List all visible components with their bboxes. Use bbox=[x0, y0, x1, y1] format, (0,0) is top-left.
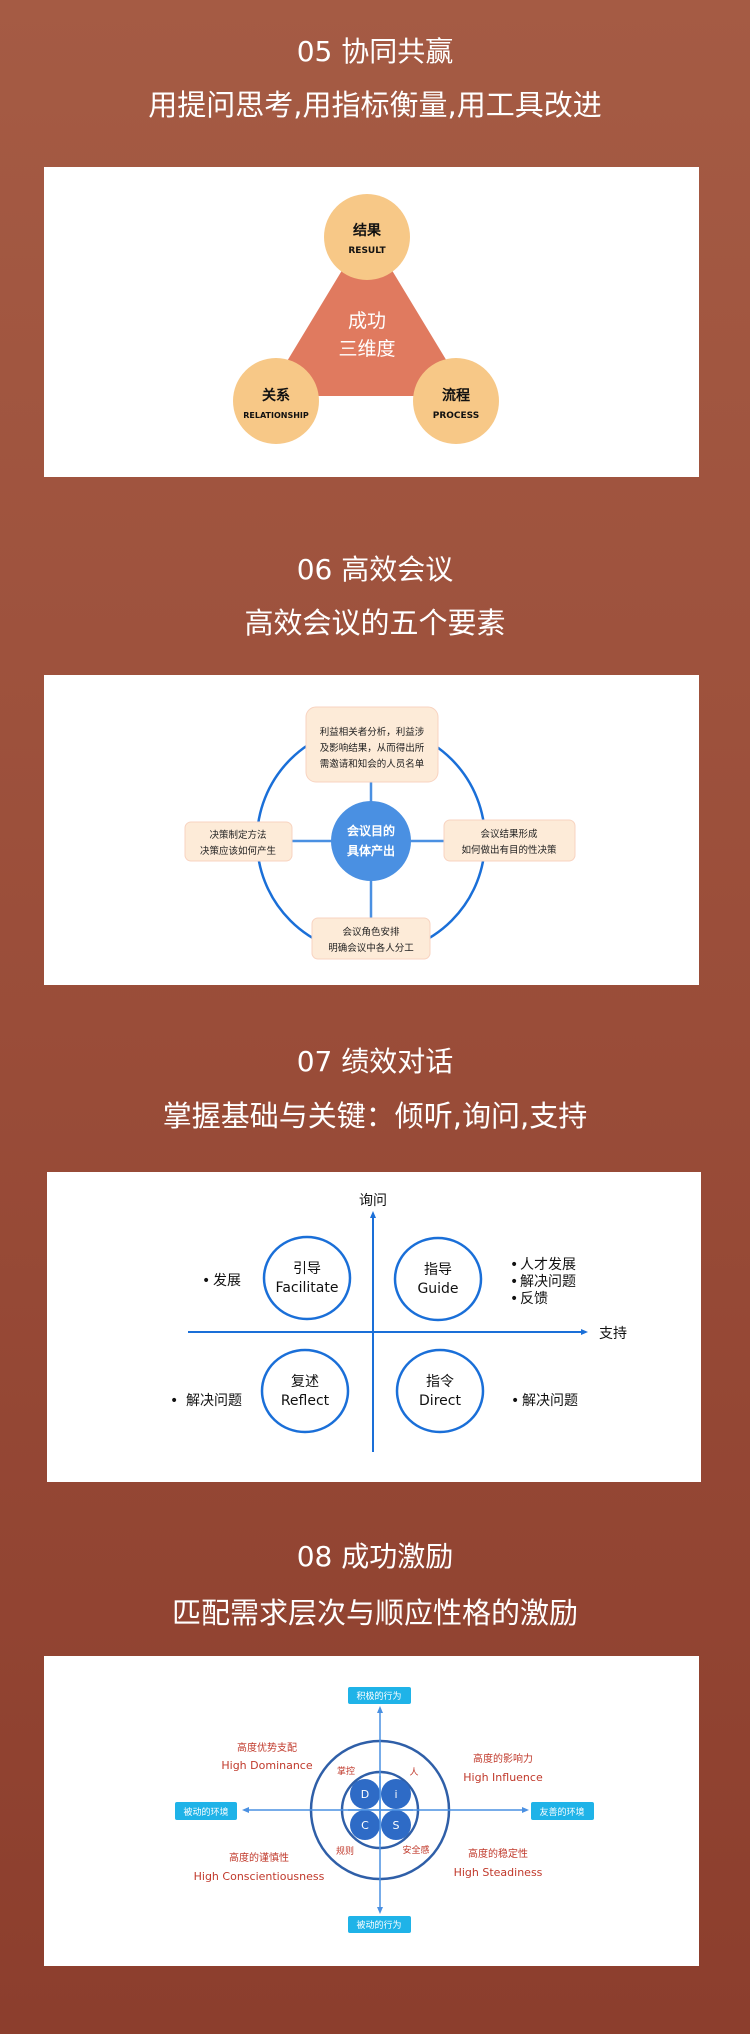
center-label: 成功 bbox=[348, 310, 386, 332]
section-subtitle: 高效会议的五个要素 bbox=[244, 606, 506, 640]
letter-i: i bbox=[394, 1788, 397, 1801]
svg-text:高度的稳定性: 高度的稳定性 bbox=[468, 1847, 528, 1860]
svg-text:及影响结果，从而得出所: 及影响结果，从而得出所 bbox=[320, 742, 425, 754]
box-roles: 会议角色安排 明确会议中各人分工 bbox=[311, 917, 431, 960]
svg-text:高度优势支配: 高度优势支配 bbox=[237, 1741, 297, 1754]
svg-text:会议目的: 会议目的 bbox=[347, 823, 395, 838]
svg-text:•: • bbox=[202, 1273, 210, 1289]
svg-text:High Steadiness: High Steadiness bbox=[454, 1866, 543, 1879]
node-process: 流程 PROCESS bbox=[413, 358, 499, 444]
box-outcome: 会议结果形成 如何做出有目的性决策 bbox=[443, 819, 576, 862]
svg-text:•: • bbox=[510, 1274, 518, 1290]
style-labels: 高度优势支配 High Dominance 高度的影响力 High Influe… bbox=[194, 1741, 543, 1883]
letter-d: D bbox=[361, 1788, 369, 1801]
quadrant-guide: 指导 Guide • 人才发展 • 解决问题 • 反馈 bbox=[393, 1236, 576, 1322]
quadrant-direct: 指令 Direct • 解决问题 bbox=[395, 1348, 578, 1434]
svg-text:Reflect: Reflect bbox=[281, 1393, 330, 1409]
svg-text:高度的谨慎性: 高度的谨慎性 bbox=[229, 1851, 289, 1864]
svg-text:引导: 引导 bbox=[293, 1261, 321, 1277]
svg-text:结果: 结果 bbox=[353, 222, 382, 239]
disc-motivation-card: D i C S 掌控 人 规则 安全感 积极的行为 被动的行为 被动的环境 友善… bbox=[44, 1656, 699, 1966]
svg-text:被动的环境: 被动的环境 bbox=[183, 1806, 228, 1818]
svg-text:具体产出: 具体产出 bbox=[347, 843, 395, 858]
svg-text:PROCESS: PROCESS bbox=[433, 411, 480, 421]
svg-text:•: • bbox=[511, 1393, 519, 1409]
svg-text:•: • bbox=[510, 1257, 518, 1273]
triangle-shape bbox=[266, 229, 468, 396]
svg-text:高度的影响力: 高度的影响力 bbox=[473, 1752, 533, 1765]
success-dimensions-card: 成功 三维度 结果 RESULT 关系 RELATIONSHIP 流程 PROC… bbox=[44, 167, 699, 477]
meeting-elements-card: 会议目的 具体产出 利益相关者分析，利益涉 及影响结果，从而得出所 需邀请和知会… bbox=[44, 675, 699, 985]
axis-tags: 积极的行为 被动的行为 被动的环境 友善的环境 bbox=[175, 1687, 594, 1933]
disc-letters: D i C S bbox=[348, 1776, 413, 1844]
letter-c: C bbox=[361, 1819, 369, 1832]
y-axis-label: 询问 bbox=[359, 1193, 387, 1209]
center-goal-circle bbox=[331, 801, 411, 881]
node-relationship: 关系 RELATIONSHIP bbox=[233, 358, 319, 444]
svg-text:指导: 指导 bbox=[424, 1262, 452, 1278]
center-label: 三维度 bbox=[338, 338, 395, 360]
letter-s: S bbox=[393, 1819, 400, 1832]
svg-text:决策应该如何产生: 决策应该如何产生 bbox=[200, 845, 277, 857]
svg-text:发展: 发展 bbox=[213, 1273, 241, 1289]
svg-text:解决问题: 解决问题 bbox=[522, 1393, 578, 1409]
svg-text:•: • bbox=[510, 1291, 518, 1307]
svg-text:指令: 指令 bbox=[426, 1374, 454, 1390]
section-subtitle: 匹配需求层次与顺应性格的激励 bbox=[171, 1596, 578, 1630]
svg-text:会议结果形成: 会议结果形成 bbox=[480, 828, 538, 840]
performance-dialogue-card: 询问 支持 引导 Facilitate • 发展 指导 Guide • 人才发展… bbox=[47, 1172, 701, 1482]
success-triangle-diagram: 成功 三维度 结果 RESULT 关系 RELATIONSHIP 流程 PROC… bbox=[233, 194, 499, 444]
svg-text:流程: 流程 bbox=[442, 387, 470, 404]
svg-text:Direct: Direct bbox=[419, 1393, 461, 1409]
section-title: 07 绩效对话 bbox=[296, 1045, 454, 1078]
svg-text:利益相关者分析，利益涉: 利益相关者分析，利益涉 bbox=[320, 726, 425, 738]
svg-text:High Influence: High Influence bbox=[463, 1771, 543, 1784]
svg-text:人: 人 bbox=[409, 1767, 418, 1778]
section-subtitle: 用提问思考,用指标衡量,用工具改进 bbox=[148, 88, 602, 122]
svg-text:反馈: 反馈 bbox=[520, 1291, 548, 1307]
disc-diagram: D i C S 掌控 人 规则 安全感 积极的行为 被动的行为 被动的环境 友善… bbox=[175, 1687, 594, 1933]
svg-text:友善的环境: 友善的环境 bbox=[539, 1806, 584, 1818]
section-title: 08 成功激励 bbox=[296, 1540, 454, 1573]
svg-text:High Dominance: High Dominance bbox=[221, 1759, 312, 1772]
dialogue-quadrant-diagram: 询问 支持 引导 Facilitate • 发展 指导 Guide • 人才发展… bbox=[170, 1193, 627, 1452]
svg-text:RESULT: RESULT bbox=[348, 246, 386, 256]
svg-text:安全感: 安全感 bbox=[402, 1844, 429, 1856]
svg-text:需邀请和知会的人员名单: 需邀请和知会的人员名单 bbox=[320, 758, 425, 770]
svg-text:High Conscientiousness: High Conscientiousness bbox=[194, 1870, 325, 1883]
svg-text:规则: 规则 bbox=[336, 1845, 354, 1857]
node-result: 结果 RESULT bbox=[324, 194, 410, 280]
section-title: 06 高效会议 bbox=[296, 553, 454, 586]
svg-text:积极的行为: 积极的行为 bbox=[356, 1690, 401, 1702]
svg-text:明确会议中各人分工: 明确会议中各人分工 bbox=[328, 942, 414, 954]
svg-text:Facilitate: Facilitate bbox=[276, 1280, 339, 1296]
svg-text:会议角色安排: 会议角色安排 bbox=[342, 926, 400, 938]
quadrant-reflect: 复述 Reflect • 解决问题 bbox=[170, 1348, 350, 1434]
inner-labels: 掌控 人 规则 安全感 bbox=[336, 1765, 430, 1857]
svg-text:复述: 复述 bbox=[291, 1373, 319, 1390]
box-decision-method: 决策制定方法 决策应该如何产生 bbox=[184, 821, 293, 862]
box-stakeholders: 利益相关者分析，利益涉 及影响结果，从而得出所 需邀请和知会的人员名单 bbox=[305, 706, 439, 783]
svg-text:人才发展: 人才发展 bbox=[520, 1257, 576, 1273]
x-axis-label: 支持 bbox=[599, 1326, 627, 1342]
svg-text:•: • bbox=[170, 1393, 178, 1409]
section-subtitle: 掌握基础与关键：倾听,询问,支持 bbox=[162, 1099, 588, 1133]
svg-text:掌控: 掌控 bbox=[337, 1765, 355, 1777]
svg-text:如何做出有目的性决策: 如何做出有目的性决策 bbox=[461, 844, 557, 856]
meeting-diagram: 会议目的 具体产出 利益相关者分析，利益涉 及影响结果，从而得出所 需邀请和知会… bbox=[184, 706, 576, 960]
section-title: 05 协同共赢 bbox=[296, 35, 454, 68]
svg-text:Guide: Guide bbox=[417, 1281, 458, 1297]
svg-text:决策制定方法: 决策制定方法 bbox=[209, 829, 266, 841]
quadrant-facilitate: 引导 Facilitate • 发展 bbox=[202, 1235, 352, 1321]
svg-text:关系: 关系 bbox=[262, 387, 290, 404]
svg-text:解决问题: 解决问题 bbox=[186, 1393, 242, 1409]
svg-text:RELATIONSHIP: RELATIONSHIP bbox=[243, 411, 309, 420]
svg-text:解决问题: 解决问题 bbox=[520, 1274, 576, 1290]
svg-text:被动的行为: 被动的行为 bbox=[356, 1919, 401, 1931]
